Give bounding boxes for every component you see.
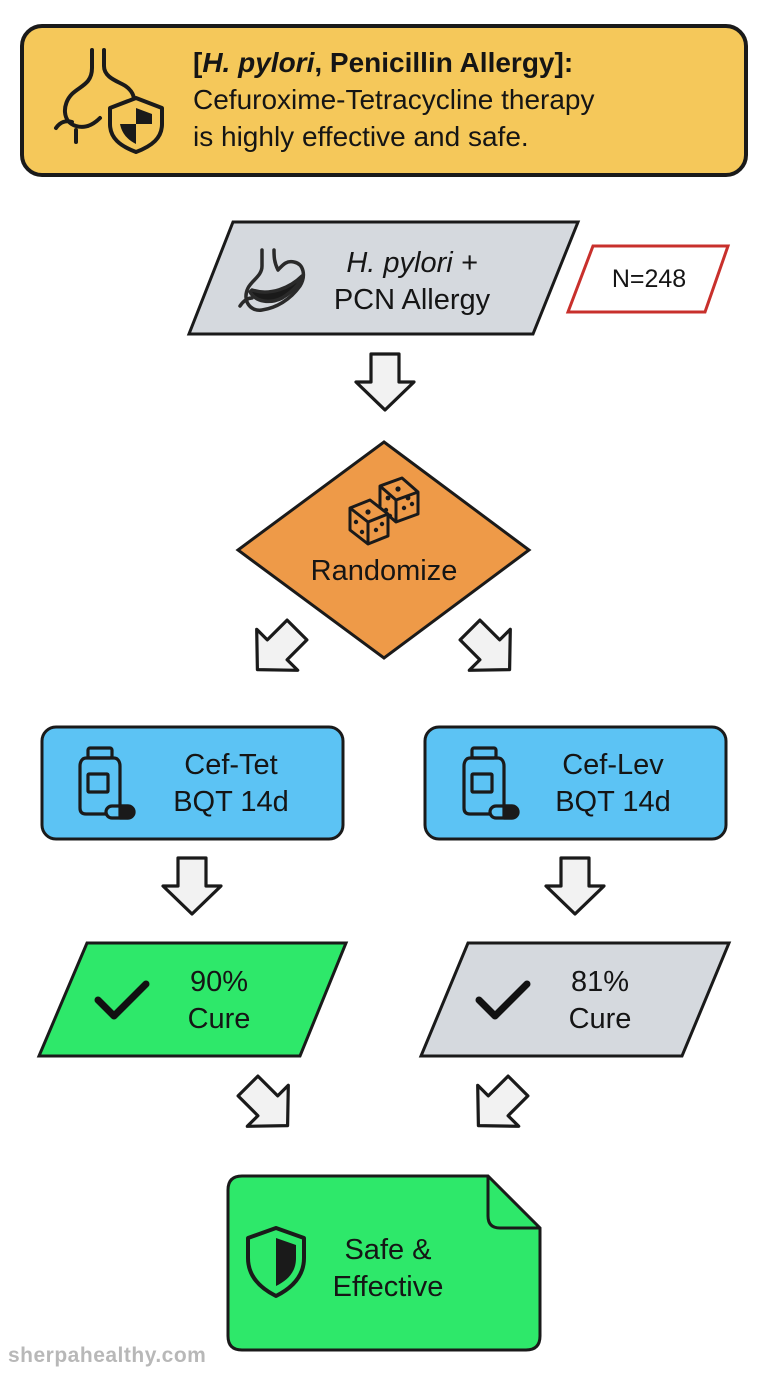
- arrow-to-cef-lev: [447, 607, 532, 692]
- pill-bottle-icon: [462, 746, 520, 820]
- outcome-label-cef-tet: 90% Cure: [159, 964, 279, 1038]
- conclusion-box: [226, 1174, 542, 1352]
- conclusion-line-1: Safe &: [344, 1234, 432, 1266]
- outcome-box-cef-tet: [36, 941, 349, 1058]
- randomize-diamond: [235, 440, 532, 660]
- dice-icon: [348, 476, 420, 546]
- banner-title-organism: H. pylori: [202, 47, 315, 78]
- randomize-label: Randomize: [310, 555, 458, 587]
- arm-line-1: Cef-Lev: [562, 749, 664, 781]
- watermark: sherpahealthy.com: [8, 1344, 207, 1367]
- folded-corner: [486, 1176, 540, 1230]
- checkmark-icon: [475, 980, 531, 1020]
- arm-label-cef-lev: Cef-Lev BQT 14d: [528, 747, 698, 821]
- shield-icon: [246, 1226, 306, 1298]
- summary-banner: [20, 24, 748, 177]
- population-label: H. pylori + PCN Allergy: [312, 245, 512, 319]
- sample-size-label: N=248: [611, 265, 687, 293]
- banner-line-3: is highly effective and safe.: [193, 121, 529, 152]
- checkmark-icon: [94, 980, 150, 1020]
- arm-line-2: BQT 14d: [173, 786, 289, 818]
- stomach-shield-icon: [54, 48, 164, 154]
- cure-rate: 81%: [570, 966, 630, 998]
- population-line-2: PCN Allergy: [333, 284, 491, 316]
- conclusion-line-2: Effective: [332, 1271, 444, 1303]
- arrow-to-randomize: [354, 352, 416, 412]
- outcome-label-cef-lev: 81% Cure: [540, 964, 660, 1038]
- cure-word: Cure: [568, 1003, 632, 1035]
- conclusion-label: Safe & Effective: [313, 1232, 463, 1306]
- arm-label-cef-tet: Cef-Tet BQT 14d: [146, 747, 316, 821]
- banner-line-2: Cefuroxime-Tetracycline therapy: [193, 84, 595, 115]
- banner-title: [H. pylori, Penicillin Allergy]:: [193, 47, 574, 78]
- outcome-box-cef-lev: [418, 941, 732, 1058]
- arrow-to-outcome-left: [161, 856, 223, 916]
- population-box: [186, 220, 581, 336]
- arm-line-2: BQT 14d: [555, 786, 671, 818]
- banner-text: [H. pylori, Penicillin Allergy]: Cefurox…: [193, 44, 733, 155]
- arrow-to-cef-tet: [235, 607, 320, 692]
- arm-line-1: Cef-Tet: [184, 749, 278, 781]
- sample-size-badge: [565, 244, 731, 314]
- arrow-to-conclusion-right: [456, 1063, 541, 1148]
- stomach-icon: [238, 248, 306, 312]
- population-line-1: H. pylori +: [346, 247, 478, 279]
- cure-rate: 90%: [189, 966, 249, 998]
- pill-bottle-icon: [78, 746, 136, 820]
- arrow-to-outcome-right: [544, 856, 606, 916]
- arrow-to-conclusion-left: [225, 1063, 310, 1148]
- cure-word: Cure: [187, 1003, 251, 1035]
